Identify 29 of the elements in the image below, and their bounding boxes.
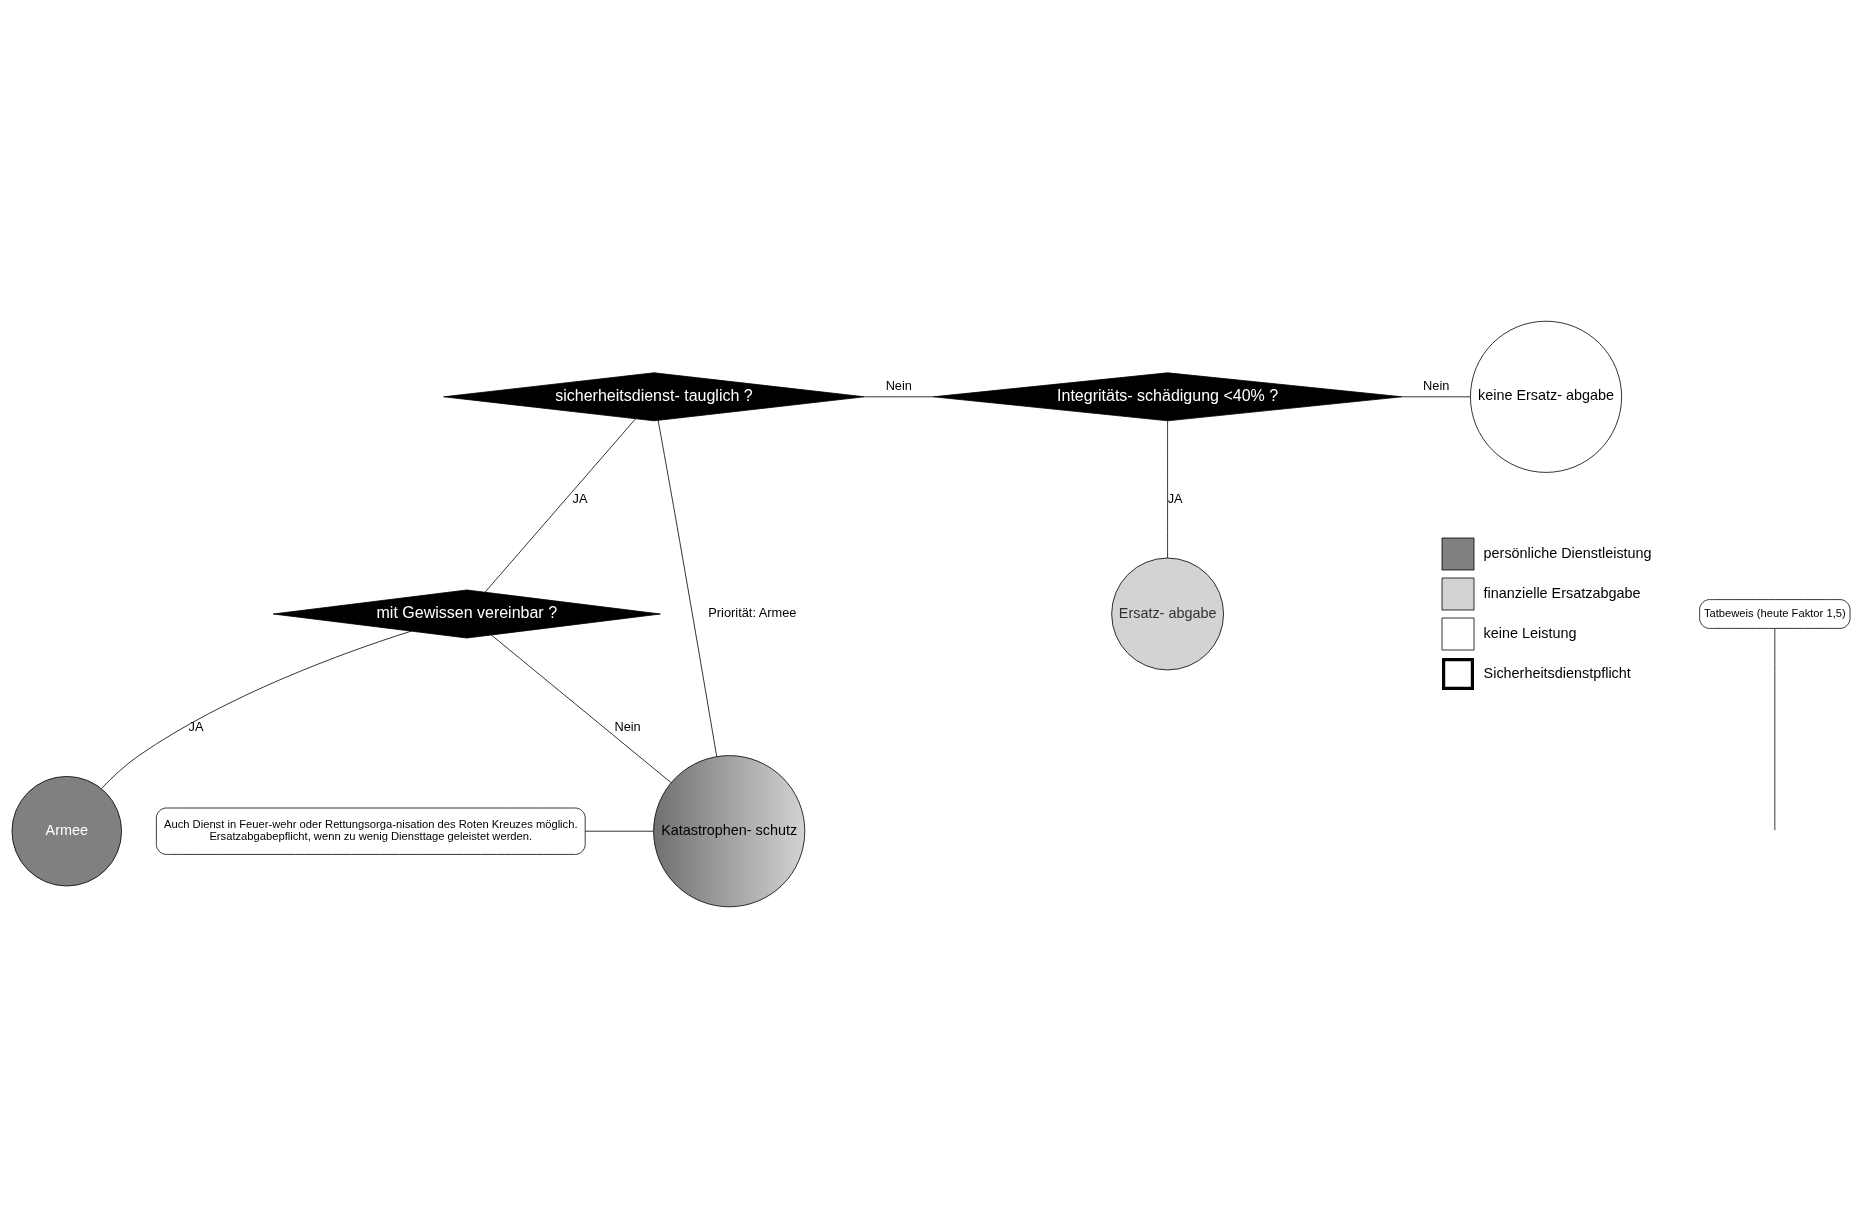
connector <box>1401 396 1471 398</box>
node-diamond: sicherheitsdienst- tauglich ? <box>443 372 865 422</box>
connector <box>1167 420 1168 559</box>
connector <box>491 634 672 783</box>
edge-label: JA <box>1167 490 1183 506</box>
node-circle: Katastrophen- schutz <box>653 755 806 908</box>
edge-label: Nein <box>1423 378 1450 394</box>
node-circle: Armee <box>11 776 122 887</box>
edge-label: Priorität: Armee <box>708 605 797 621</box>
legend-label: persönliche Dienstleistung <box>1483 544 1652 561</box>
node-box: Tatbeweis (heute Faktor 1,5) <box>1699 599 1851 629</box>
connector <box>101 630 412 789</box>
connector <box>1774 628 1776 831</box>
node-diamond: Integritäts- schädigung <40% ? <box>932 372 1403 422</box>
edge-label: JA <box>188 719 204 735</box>
legend-label: finanzielle Ersatzabgabe <box>1483 584 1641 601</box>
edge-label: JA <box>572 490 588 506</box>
node-box: Auch Dienst in Feuer-wehr oder Rettungsorga-nisation des Roten Kreuzes möglich. Ersatzabgabepflicht, wenn zu wenig Diensttage geleistet werden. <box>156 807 586 855</box>
node-diamond: mit Gewissen vereinbar ? <box>272 589 661 639</box>
legend-label: keine Leistung <box>1483 624 1577 641</box>
node-circle: Ersatz- abgabe <box>1111 557 1224 671</box>
connector <box>657 420 718 757</box>
edge-label: Nein <box>614 719 641 735</box>
node-circle: keine Ersatz- abgabe <box>1470 320 1622 473</box>
edge-label: Nein <box>885 378 912 394</box>
legend-label: Sicherheitsdienstpflicht <box>1483 664 1631 681</box>
connector <box>584 830 654 832</box>
connector <box>484 418 636 593</box>
connector <box>864 396 934 398</box>
